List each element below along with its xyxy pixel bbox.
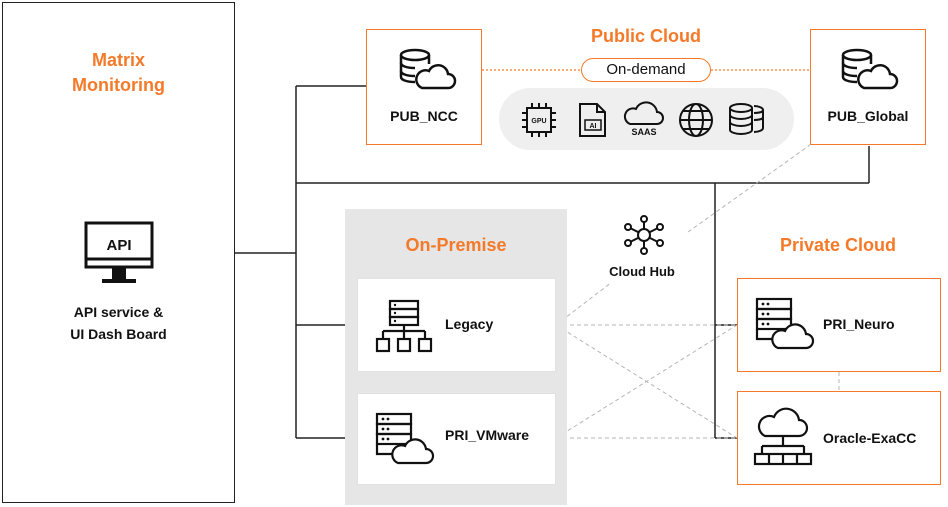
- legacy-label: Legacy: [445, 316, 494, 332]
- database-cloud-icon: [841, 48, 899, 90]
- api-service-label-line2: UI Dash Board: [70, 326, 167, 342]
- ai-document-text: AI: [590, 123, 597, 130]
- api-icon-text: API: [106, 237, 131, 254]
- server-cloud-icon: [375, 412, 435, 465]
- pub-global-label: PUB_Global: [827, 108, 909, 124]
- gpu-chip-icon: GPU: [522, 103, 556, 137]
- saas-cloud-icon: [623, 101, 664, 125]
- hub-network-icon: [624, 215, 664, 255]
- cloud-hub-label: Cloud Hub: [609, 264, 675, 279]
- hierarchy-server-icon: [375, 299, 433, 353]
- cloud-hub-node[interactable]: [594, 199, 690, 295]
- ai-document-icon: AI: [579, 103, 606, 137]
- api-service-label: API service & UI Dash Board: [2, 301, 235, 345]
- on-premise-title: On-Premise: [405, 235, 507, 255]
- pri-neuro-node[interactable]: [737, 278, 941, 372]
- monitor-api-icon: API: [84, 221, 154, 283]
- monitoring-panel: [2, 2, 235, 503]
- database-cloud-icon: [399, 48, 457, 90]
- saas-label: SAAS: [631, 127, 657, 137]
- on-demand-badge: On-demand: [581, 58, 711, 82]
- public-cloud-title: Public Cloud: [591, 26, 701, 46]
- monitoring-title: Matrix Monitoring: [2, 48, 235, 98]
- monitoring-title-line2: Monitoring: [72, 75, 165, 95]
- private-cloud-title: Private Cloud: [779, 235, 897, 255]
- server-cloud-icon: [755, 297, 815, 350]
- oracle-exacc-label: Oracle-ExaCC: [823, 430, 917, 446]
- gpu-chip-text: GPU: [531, 118, 546, 125]
- pri-vmware-label: PRI_VMware: [445, 427, 530, 443]
- monitoring-title-line1: Matrix: [91, 50, 145, 70]
- cloud-network-icon: [753, 407, 813, 466]
- pri-neuro-label: PRI_Neuro: [823, 316, 895, 332]
- database-icon: [729, 103, 764, 136]
- pub-ncc-label: PUB_NCC: [390, 108, 458, 124]
- oracle-exacc-node[interactable]: [737, 391, 941, 485]
- api-service-label-line1: API service &: [73, 304, 164, 320]
- globe-network-icon: [679, 103, 713, 137]
- pri-vmware-node[interactable]: [357, 393, 556, 485]
